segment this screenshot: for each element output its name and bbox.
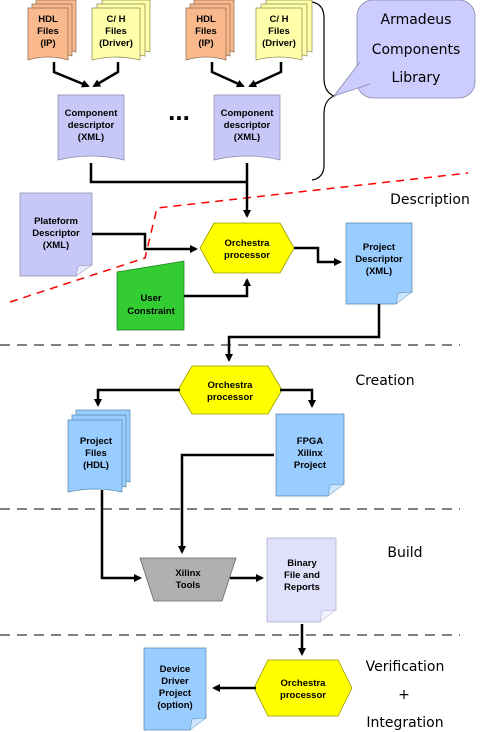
hdl-files-stack-1: HDL Files (IP): [27, 0, 77, 61]
binary-line-3: Reports: [284, 582, 320, 593]
user-constraint-line-1: User: [140, 293, 161, 304]
arrow-hdl2-to-desc2: [210, 62, 245, 88]
xilinx-tools-line-2: Tools: [176, 580, 201, 591]
xilinx-tools: Xilinx Tools: [139, 557, 237, 602]
arrow-project-files-to-xilinx: [100, 490, 142, 582]
driver-2-line-1: C/ H: [270, 14, 289, 25]
comp-desc-2-line-3: (XML): [234, 132, 260, 143]
user-constraint-line-2: Constraint: [127, 306, 175, 317]
stage-label-build: Build: [387, 545, 422, 561]
red-boundary-line: [9, 172, 469, 303]
hdl-files-stack-2: HDL Files (IP): [185, 0, 235, 61]
fpga-xilinx-project: FPGA Xilinx Project: [275, 413, 345, 497]
callout-line-3: Library: [392, 70, 441, 86]
orchestra-1-line-1: Orchestra: [225, 238, 271, 249]
user-constraint: User Constraint: [116, 260, 185, 331]
project-desc-line-2: Descriptor: [355, 254, 403, 265]
driver-2-line-2: Files: [268, 26, 290, 37]
hdl-1-line-3: (IP): [40, 38, 55, 49]
project-files-line-3: (HDL): [83, 460, 109, 471]
project-desc-line-1: Project: [363, 242, 396, 253]
hdl-2-line-1: HDL: [196, 14, 216, 25]
arrow-orchestra2-to-fpga: [280, 388, 316, 408]
arrow-constraint-to-orchestra: [184, 278, 251, 298]
orchestra-processor-1: Orchestra processor: [199, 222, 295, 274]
orchestra-3-line-1: Orchestra: [281, 678, 327, 689]
library-brace: [311, 1, 336, 181]
callout-line-1: Armadeus: [381, 12, 452, 28]
orchestra-3-line-2: processor: [280, 690, 326, 701]
comp-desc-1-line-2: descriptor: [68, 120, 115, 131]
driver-files-stack-1: C/ H Files (Driver): [91, 0, 151, 61]
device-driver-line-2: Driver: [161, 676, 189, 687]
stage-label-creation: Creation: [355, 373, 414, 389]
armadeus-library-callout: Armadeus Components Library: [332, 0, 476, 99]
binary-file-reports: Binary File and Reports: [266, 537, 337, 623]
arrow-driver2-to-desc2: [248, 62, 283, 88]
project-files-line-1: Project: [80, 436, 113, 447]
fpga-line-3: Project: [294, 460, 327, 471]
platform-desc-line-1: Plateform: [34, 216, 78, 227]
ellipsis: ...: [168, 96, 190, 126]
binary-line-2: File and: [284, 570, 320, 581]
comp-desc-1-line-3: (XML): [78, 132, 104, 143]
project-desc-line-3: (XML): [366, 266, 392, 277]
arrow-driver1-to-desc1: [92, 62, 120, 88]
comp-desc-2-line-1: Component: [221, 108, 275, 119]
orchestra-processor-2: Orchestra processor: [177, 365, 283, 415]
driver-1-line-2: Files: [105, 26, 127, 37]
platform-desc-line-3: (XML): [43, 240, 69, 251]
stage-label-description: Description: [390, 192, 470, 208]
device-driver-line-4: (option): [157, 700, 192, 711]
arrow-fpga-to-xilinx: [178, 453, 274, 554]
fpga-line-2: Xilinx: [297, 448, 323, 459]
hdl-2-line-2: Files: [195, 26, 217, 37]
fpga-line-1: FPGA: [297, 436, 324, 447]
platform-desc-line-2: Descriptor: [32, 228, 80, 239]
orchestra-processor-3: Orchestra processor: [253, 659, 353, 717]
driver-2-line-3: (Driver): [262, 38, 296, 49]
device-driver-project: Device Driver Project (option): [143, 647, 207, 731]
orchestra-1-line-2: processor: [224, 250, 270, 261]
driver-files-stack-2: C/ H Files (Driver): [255, 0, 313, 61]
driver-1-line-3: (Driver): [99, 38, 133, 49]
callout-line-2: Components: [372, 42, 461, 58]
arrow-desc1-merge: [89, 163, 247, 184]
arrow-orchestra-to-project-desc: [294, 246, 342, 266]
orchestra-2-line-1: Orchestra: [208, 380, 254, 391]
project-files-stack: Project Files (HDL): [67, 409, 131, 493]
arrow-hdl1-to-desc1: [52, 62, 90, 88]
project-files-line-2: Files: [85, 448, 107, 459]
stage-label-verification: Verification: [366, 659, 445, 675]
platform-descriptor: Plateform Descriptor (XML): [19, 192, 93, 277]
arrow-project-desc-to-orchestra-2: [225, 304, 381, 362]
component-descriptor-1: Component descriptor (XML): [57, 94, 125, 161]
binary-line-1: Binary: [287, 558, 317, 569]
device-driver-line-3: Project: [159, 688, 192, 699]
hdl-2-line-3: (IP): [198, 38, 213, 49]
orchestra-2-line-2: processor: [207, 392, 253, 403]
stage-label-integration: Integration: [366, 715, 443, 731]
xilinx-tools-line-1: Xilinx: [175, 568, 201, 579]
hdl-1-line-1: HDL: [38, 14, 58, 25]
hdl-1-line-2: Files: [37, 26, 59, 37]
device-driver-line-1: Device: [160, 664, 191, 675]
arrow-platform-to-orchestra: [92, 232, 198, 253]
comp-desc-2-line-2: descriptor: [224, 120, 271, 131]
comp-desc-1-line-1: Component: [65, 108, 119, 119]
driver-1-line-1: C/ H: [107, 14, 126, 25]
component-descriptor-2: Component descriptor (XML): [213, 94, 281, 161]
stage-label-plus: +: [398, 687, 410, 703]
project-descriptor: Project Descriptor (XML): [345, 222, 413, 305]
arrow-orchestra2-to-project-files: [94, 388, 180, 407]
